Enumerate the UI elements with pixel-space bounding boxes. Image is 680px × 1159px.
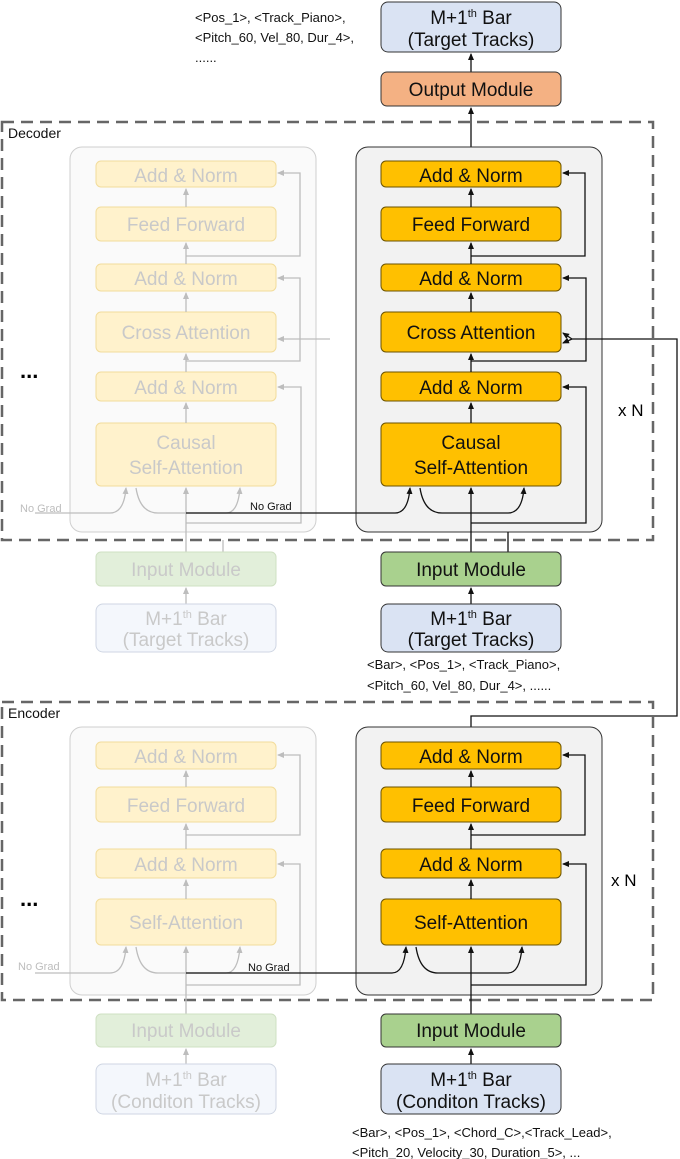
svg-text:M+1th Bar: M+1th Bar: [430, 609, 512, 630]
svg-text:Self-Attention: Self-Attention: [414, 913, 528, 934]
faded-encoder-stack: Add & Norm Feed Forward Add & Norm Self-…: [18, 726, 317, 1014]
svg-text:Add & Norm: Add & Norm: [419, 269, 522, 290]
faded-decoder-input: Input Module M+1th Bar (Target Tracks): [95, 551, 277, 653]
svg-text:Add & Norm: Add & Norm: [134, 166, 237, 187]
svg-text:(Target Tracks): (Target Tracks): [123, 630, 250, 651]
faded-decoder-stack: Add & Norm Feed Forward Add & Norm Cross…: [20, 146, 330, 552]
svg-text:No Grad: No Grad: [20, 503, 62, 515]
svg-text:Add & Norm: Add & Norm: [419, 747, 522, 768]
repeat-label: x N: [618, 401, 644, 420]
svg-text:Input Module: Input Module: [416, 1021, 526, 1042]
svg-text:Add & Norm: Add & Norm: [419, 166, 522, 187]
svg-text:(Conditon Tracks): (Conditon Tracks): [396, 1092, 546, 1113]
svg-text:Feed Forward: Feed Forward: [412, 796, 530, 817]
svg-text:M+1th Bar: M+1th Bar: [430, 8, 512, 29]
svg-text:Feed Forward: Feed Forward: [412, 215, 530, 236]
svg-text:Feed Forward: Feed Forward: [127, 215, 245, 236]
svg-text:Self-Attention: Self-Attention: [414, 458, 528, 479]
ellipsis: ...: [20, 358, 38, 383]
encoder-input: Input Module M+1th Bar (Conditon Tracks)…: [352, 1013, 612, 1159]
svg-text:No Grad: No Grad: [18, 961, 60, 973]
svg-text:<Bar>, <Pos_1>, <Chord_C>,<Tra: <Bar>, <Pos_1>, <Chord_C>,<Track_Lead>,: [352, 1125, 612, 1140]
encoder-label: Encoder: [8, 705, 60, 721]
token-line: <Pos_1>, <Track_Piano>,: [195, 10, 346, 25]
svg-text:Self-Attention: Self-Attention: [129, 913, 243, 934]
svg-text:Add & Norm: Add & Norm: [134, 747, 237, 768]
decoder-input: Input Module M+1th Bar (Target Tracks) <…: [367, 551, 562, 693]
svg-text:Input Module: Input Module: [131, 560, 241, 581]
decoder-label: Decoder: [8, 125, 61, 141]
repeat-label: x N: [611, 871, 637, 890]
svg-text:(Target Tracks): (Target Tracks): [408, 30, 535, 51]
encoder-output-connection: [470, 332, 678, 742]
svg-text:Add & Norm: Add & Norm: [419, 378, 522, 399]
svg-text:<Bar>, <Pos_1>, <Track_Piano>: <Bar>, <Pos_1>, <Track_Piano>,: [367, 657, 560, 672]
svg-text:Input Module: Input Module: [416, 560, 526, 581]
svg-text:No Grad: No Grad: [250, 501, 292, 513]
svg-text:M+1th Bar: M+1th Bar: [430, 1070, 512, 1091]
svg-text:Self-Attention: Self-Attention: [129, 458, 243, 479]
top-tokens: <Pos_1>, <Track_Piano>, <Pitch_60, Vel_8…: [195, 10, 354, 65]
svg-text:Cross Attention: Cross Attention: [407, 323, 536, 344]
svg-text:M+1th Bar: M+1th Bar: [145, 609, 227, 630]
svg-text:Add & Norm: Add & Norm: [134, 269, 237, 290]
svg-text:Causal: Causal: [156, 433, 215, 454]
ellipsis: ...: [20, 886, 38, 911]
svg-text:Output Module: Output Module: [409, 80, 534, 101]
encoder-boundary: [0, 700, 655, 1002]
decoder-boundary: [0, 120, 655, 542]
svg-text:Add & Norm: Add & Norm: [134, 855, 237, 876]
svg-text:Add & Norm: Add & Norm: [134, 378, 237, 399]
svg-text:<Pitch_20, Velocity_30, Durati: <Pitch_20, Velocity_30, Duration_5>, ...: [352, 1145, 580, 1159]
faded-encoder-input: Input Module M+1th Bar (Conditon Tracks): [95, 1013, 277, 1115]
decoder-stack: Add & Norm Feed Forward Add & Norm Cross…: [186, 146, 603, 552]
svg-text:<Pitch_60, Vel_80, Dur_4>, ...: <Pitch_60, Vel_80, Dur_4>, ......: [367, 678, 551, 693]
svg-text:Add & Norm: Add & Norm: [419, 855, 522, 876]
svg-text:No Grad: No Grad: [248, 962, 290, 974]
svg-text:(Target Tracks): (Target Tracks): [408, 630, 535, 651]
svg-text:M+1th Bar: M+1th Bar: [145, 1070, 227, 1091]
token-line: ......: [195, 50, 217, 65]
token-line: <Pitch_60, Vel_80, Dur_4>,: [195, 30, 354, 45]
encoder-stack: Add & Norm Feed Forward Add & Norm Self-…: [186, 726, 603, 1014]
output-bar-box: M+1th Bar (Target Tracks): [380, 1, 562, 53]
output-module: Output Module: [380, 71, 562, 107]
svg-text:Cross Attention: Cross Attention: [122, 323, 251, 344]
encoder-add-norm-2: [380, 741, 562, 770]
decoder-add-norm-3: [380, 160, 562, 188]
svg-text:Feed Forward: Feed Forward: [127, 796, 245, 817]
svg-text:(Conditon Tracks): (Conditon Tracks): [111, 1092, 261, 1113]
svg-text:Causal: Causal: [441, 433, 500, 454]
svg-text:Input Module: Input Module: [131, 1021, 241, 1042]
